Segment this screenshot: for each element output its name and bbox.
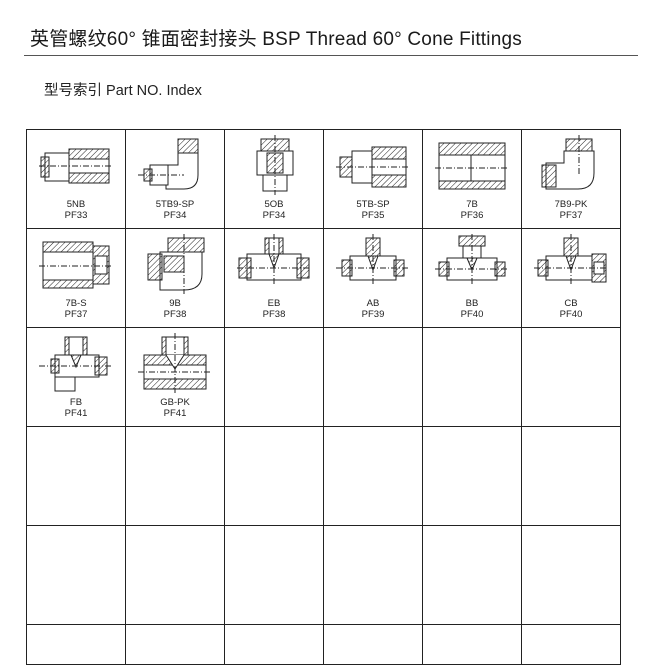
union-nut-adapter-icon: [256, 135, 294, 195]
part-model: EB: [267, 298, 281, 309]
empty-cell: [126, 526, 225, 625]
elbow-connector-icon: [541, 135, 595, 190]
part-model: 7B: [466, 199, 478, 210]
part-model: GB-PK: [160, 397, 190, 408]
part-page: PF40: [460, 309, 484, 320]
part-page: PF38: [163, 309, 187, 320]
index-cell-5tb-sp[interactable]: 5TB-SP PF35: [324, 130, 423, 229]
index-cell-ab[interactable]: AB PF39: [324, 229, 423, 328]
empty-cell: [324, 625, 423, 665]
straight-female-connector-icon: [435, 142, 509, 190]
empty-cell: [522, 427, 621, 526]
index-cell-7b[interactable]: 7B PF36: [423, 130, 522, 229]
empty-cell: [324, 526, 423, 625]
empty-cell: [324, 427, 423, 526]
index-cell-5nb[interactable]: 5NB PF33: [27, 130, 126, 229]
part-page: PF34: [262, 210, 286, 221]
empty-cell: [423, 526, 522, 625]
part-model: 9B: [169, 298, 181, 309]
index-cell-eb[interactable]: EB PF38: [225, 229, 324, 328]
branch-tee-connector-icon: [435, 234, 509, 284]
part-page: PF41: [64, 408, 88, 419]
empty-cell: [225, 625, 324, 665]
empty-cell: [522, 328, 621, 427]
empty-cell: [126, 625, 225, 665]
empty-cell: [225, 328, 324, 427]
index-cell-5ob[interactable]: 5OB PF34: [225, 130, 324, 229]
empty-cell: [423, 427, 522, 526]
section-label: 型号索引 Part NO. Index: [44, 83, 202, 99]
part-model: AB: [366, 298, 380, 309]
part-page: PF39: [361, 309, 385, 320]
straight-swivel-connector-icon: [39, 241, 113, 289]
tee-run-connector-icon: [237, 234, 311, 284]
part-page: PF35: [361, 210, 385, 221]
empty-cell: [27, 526, 126, 625]
part-index-grid: 5NB PF33 5TB9-SP PF34: [26, 129, 621, 665]
run-tee-swivel-icon: [39, 336, 113, 392]
index-cell-9b[interactable]: 9B PF38: [126, 229, 225, 328]
elbow-swivel-connector-icon: [147, 234, 205, 294]
index-cell-fb[interactable]: FB PF41: [27, 328, 126, 427]
index-cell-7b9-pk[interactable]: 7B9-PK PF37: [522, 130, 621, 229]
swivel-tee-connector-icon: [534, 234, 608, 284]
empty-cell: [27, 427, 126, 526]
tee-connector-icon: [336, 234, 410, 284]
part-model: FB: [69, 397, 83, 408]
index-cell-7b-s[interactable]: 7B-S PF37: [27, 229, 126, 328]
part-page: PF40: [559, 309, 583, 320]
part-page: PF34: [163, 210, 187, 221]
empty-cell: [522, 625, 621, 665]
empty-cell: [324, 328, 423, 427]
index-cell-gb-pk[interactable]: GB-PK PF41: [126, 328, 225, 427]
part-model: 5TB9-SP: [155, 199, 195, 210]
long-straight-adapter-icon: [336, 146, 410, 188]
straight-adapter-icon: [39, 148, 113, 184]
empty-cell: [423, 328, 522, 427]
empty-cell: [225, 427, 324, 526]
part-page: PF37: [64, 309, 88, 320]
part-page: PF33: [64, 210, 88, 221]
part-model: 5TB-SP: [356, 199, 390, 210]
part-page: PF38: [262, 309, 286, 320]
part-page: PF36: [460, 210, 484, 221]
empty-cell: [423, 625, 522, 665]
empty-cell: [522, 526, 621, 625]
empty-cell: [126, 427, 225, 526]
elbow-adapter-icon: [138, 138, 199, 190]
part-page: PF37: [559, 210, 583, 221]
part-model: CB: [564, 298, 578, 309]
index-cell-bb[interactable]: BB PF40: [423, 229, 522, 328]
part-model: 7B9-PK: [554, 199, 588, 210]
title-divider: [24, 55, 638, 56]
part-model: BB: [465, 298, 479, 309]
part-model: 5NB: [66, 199, 86, 210]
part-page: PF41: [163, 408, 187, 419]
page-title: 英管螺纹60° 锥面密封接头 BSP Thread 60° Cone Fitti…: [30, 29, 522, 50]
part-model: 5OB: [264, 199, 284, 210]
part-model: 7B-S: [65, 298, 87, 309]
index-cell-5tb9-sp[interactable]: 5TB9-SP PF34: [126, 130, 225, 229]
empty-cell: [27, 625, 126, 665]
empty-cell: [225, 526, 324, 625]
female-tee-icon: [138, 333, 212, 393]
index-cell-cb[interactable]: CB PF40: [522, 229, 621, 328]
